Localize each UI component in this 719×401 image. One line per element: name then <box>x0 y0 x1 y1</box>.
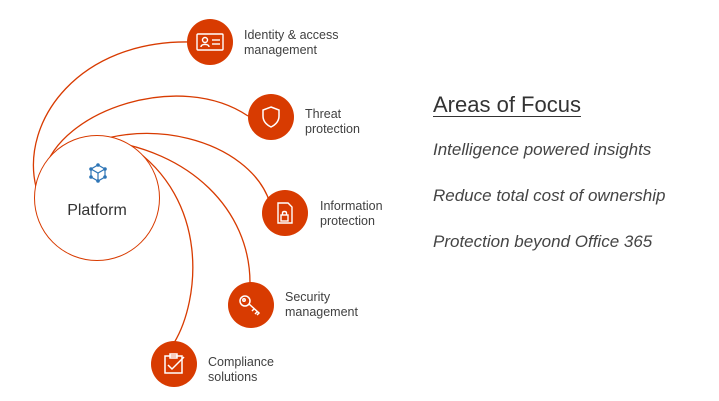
node-compliance <box>151 341 197 387</box>
platform-circle: Platform <box>34 135 160 261</box>
node-threat <box>248 94 294 140</box>
node-information <box>262 190 308 236</box>
node-identity-label: Identity & access management <box>244 28 339 57</box>
document-lock-icon <box>277 202 293 224</box>
focus-item: Protection beyond Office 365 <box>433 232 653 251</box>
focus-item: Intelligence powered insights <box>433 140 652 159</box>
cube-network-icon <box>87 161 109 190</box>
focus-title: Areas of Focus <box>433 92 581 117</box>
arc-compliance <box>129 145 194 344</box>
checklist-icon <box>164 353 185 374</box>
node-identity <box>187 19 233 65</box>
shield-icon <box>262 106 280 128</box>
key-icon <box>239 295 261 316</box>
focus-item: Reduce total cost of ownership <box>433 186 666 205</box>
node-security <box>228 282 274 328</box>
id-card-icon <box>196 33 224 51</box>
platform-label: Platform <box>67 202 127 219</box>
node-security-label: Security management <box>285 290 358 319</box>
node-threat-label: Threat protection <box>305 107 360 136</box>
node-compliance-label: Compliance solutions <box>208 355 275 384</box>
node-information-label: Information protection <box>320 199 383 228</box>
arc-identity <box>32 41 191 188</box>
